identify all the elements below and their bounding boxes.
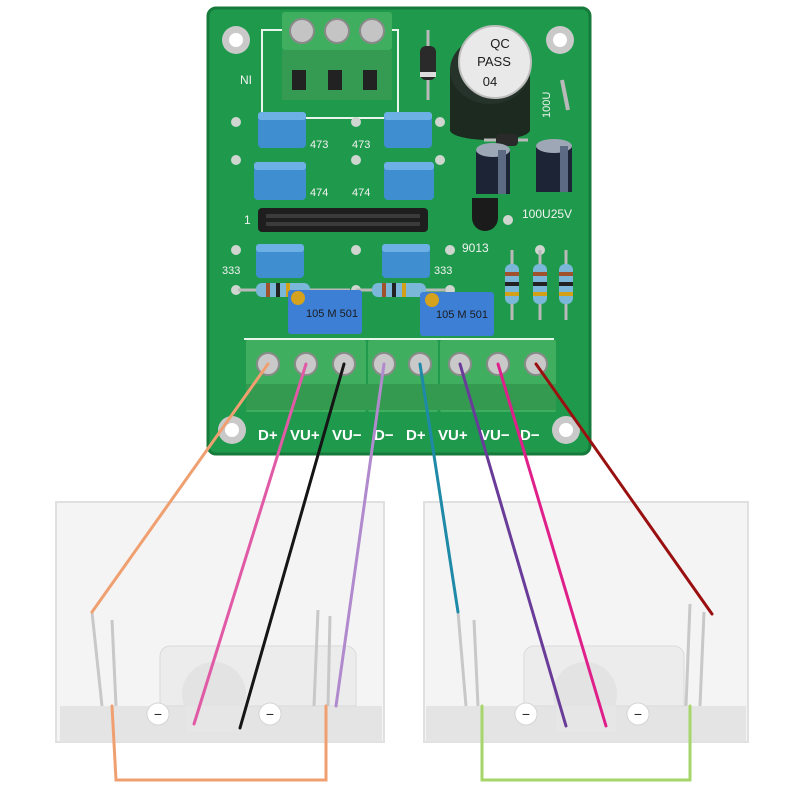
- terminal-screw: [324, 18, 350, 44]
- trimmer-potentiometer: 105 M 501: [288, 290, 362, 334]
- vu-meter-right: − −: [423, 501, 749, 743]
- mounting-hole: [552, 416, 580, 444]
- loop-wire-right: [480, 704, 692, 782]
- wire-d-plus-left: [90, 362, 270, 614]
- ic-header: [258, 208, 428, 232]
- wire-d-plus-right: [418, 362, 460, 614]
- terminal-label: D−: [374, 427, 394, 444]
- film-capacitor: [256, 244, 304, 278]
- potentiometer-label: 105 M 501: [306, 308, 358, 320]
- wire-d-minus-right: [534, 362, 714, 616]
- film-capacitor: [254, 162, 306, 200]
- terminal-label: VU−: [480, 427, 510, 444]
- wire-vu-minus-left: [238, 362, 346, 730]
- terminal-label: VU+: [438, 427, 468, 444]
- resistor: [533, 250, 547, 320]
- loop-wire-left: [110, 704, 328, 782]
- qc-pass-sticker: QC PASS 04: [458, 25, 532, 99]
- resistor-label: 333: [222, 265, 240, 277]
- polarity-mark: −: [266, 706, 274, 722]
- resistor-label: 473: [352, 139, 370, 151]
- diode: [420, 30, 436, 100]
- sticker-line2: PASS: [477, 54, 511, 69]
- sticker-line3: 04: [483, 74, 497, 89]
- cap-label-small: 100U: [541, 92, 553, 118]
- trimmer-potentiometer: 105 M 501: [420, 292, 494, 336]
- small-diode: [484, 134, 528, 146]
- transistor: [472, 198, 498, 231]
- resistor-label: 473: [310, 139, 328, 151]
- terminal-screw: [289, 18, 315, 44]
- polarity-mark: −: [522, 706, 530, 722]
- wire-vu-plus-right: [458, 362, 568, 728]
- resistor-label: 474: [352, 187, 370, 199]
- terminal-label: D+: [258, 427, 278, 444]
- electrolytic-capacitor-small: [536, 139, 572, 192]
- terminal-label: D−: [520, 427, 540, 444]
- polarity-mark: −: [634, 706, 642, 722]
- mounting-hole: [222, 26, 250, 54]
- mounting-hole: [546, 26, 574, 54]
- electrolytic-capacitor-small: [476, 143, 510, 194]
- film-capacitor: [384, 162, 434, 200]
- input-label: NI: [240, 73, 252, 87]
- resistor-label: 333: [434, 265, 452, 277]
- wire-vu-plus-left: [192, 362, 308, 726]
- resistor: [505, 250, 519, 320]
- resistor: [559, 250, 573, 320]
- film-capacitor: [382, 244, 430, 278]
- potentiometer-label: 105 M 501: [436, 309, 488, 321]
- resistor-label: 474: [310, 187, 328, 199]
- wiring: [90, 362, 714, 782]
- wire-vu-minus-right: [496, 362, 608, 728]
- terminal-screw: [359, 18, 385, 44]
- film-capacitor: [258, 112, 306, 148]
- input-terminal-block: [282, 12, 392, 100]
- terminal-label: VU−: [332, 427, 362, 444]
- sticker-line1: QC: [490, 36, 510, 51]
- resistor: [356, 283, 446, 297]
- terminal-label: VU+: [290, 427, 320, 444]
- pcb-board: NI QC PASS 04 100U: [206, 6, 592, 456]
- film-capacitor: [384, 112, 432, 148]
- pin-one-label: 1: [244, 213, 251, 227]
- terminal-label: D+: [406, 427, 426, 444]
- cap-label: 100U25V: [522, 207, 572, 221]
- wire-d-minus-left: [334, 362, 386, 708]
- transistor-label: 9013: [462, 241, 489, 255]
- polarity-mark: −: [154, 706, 162, 722]
